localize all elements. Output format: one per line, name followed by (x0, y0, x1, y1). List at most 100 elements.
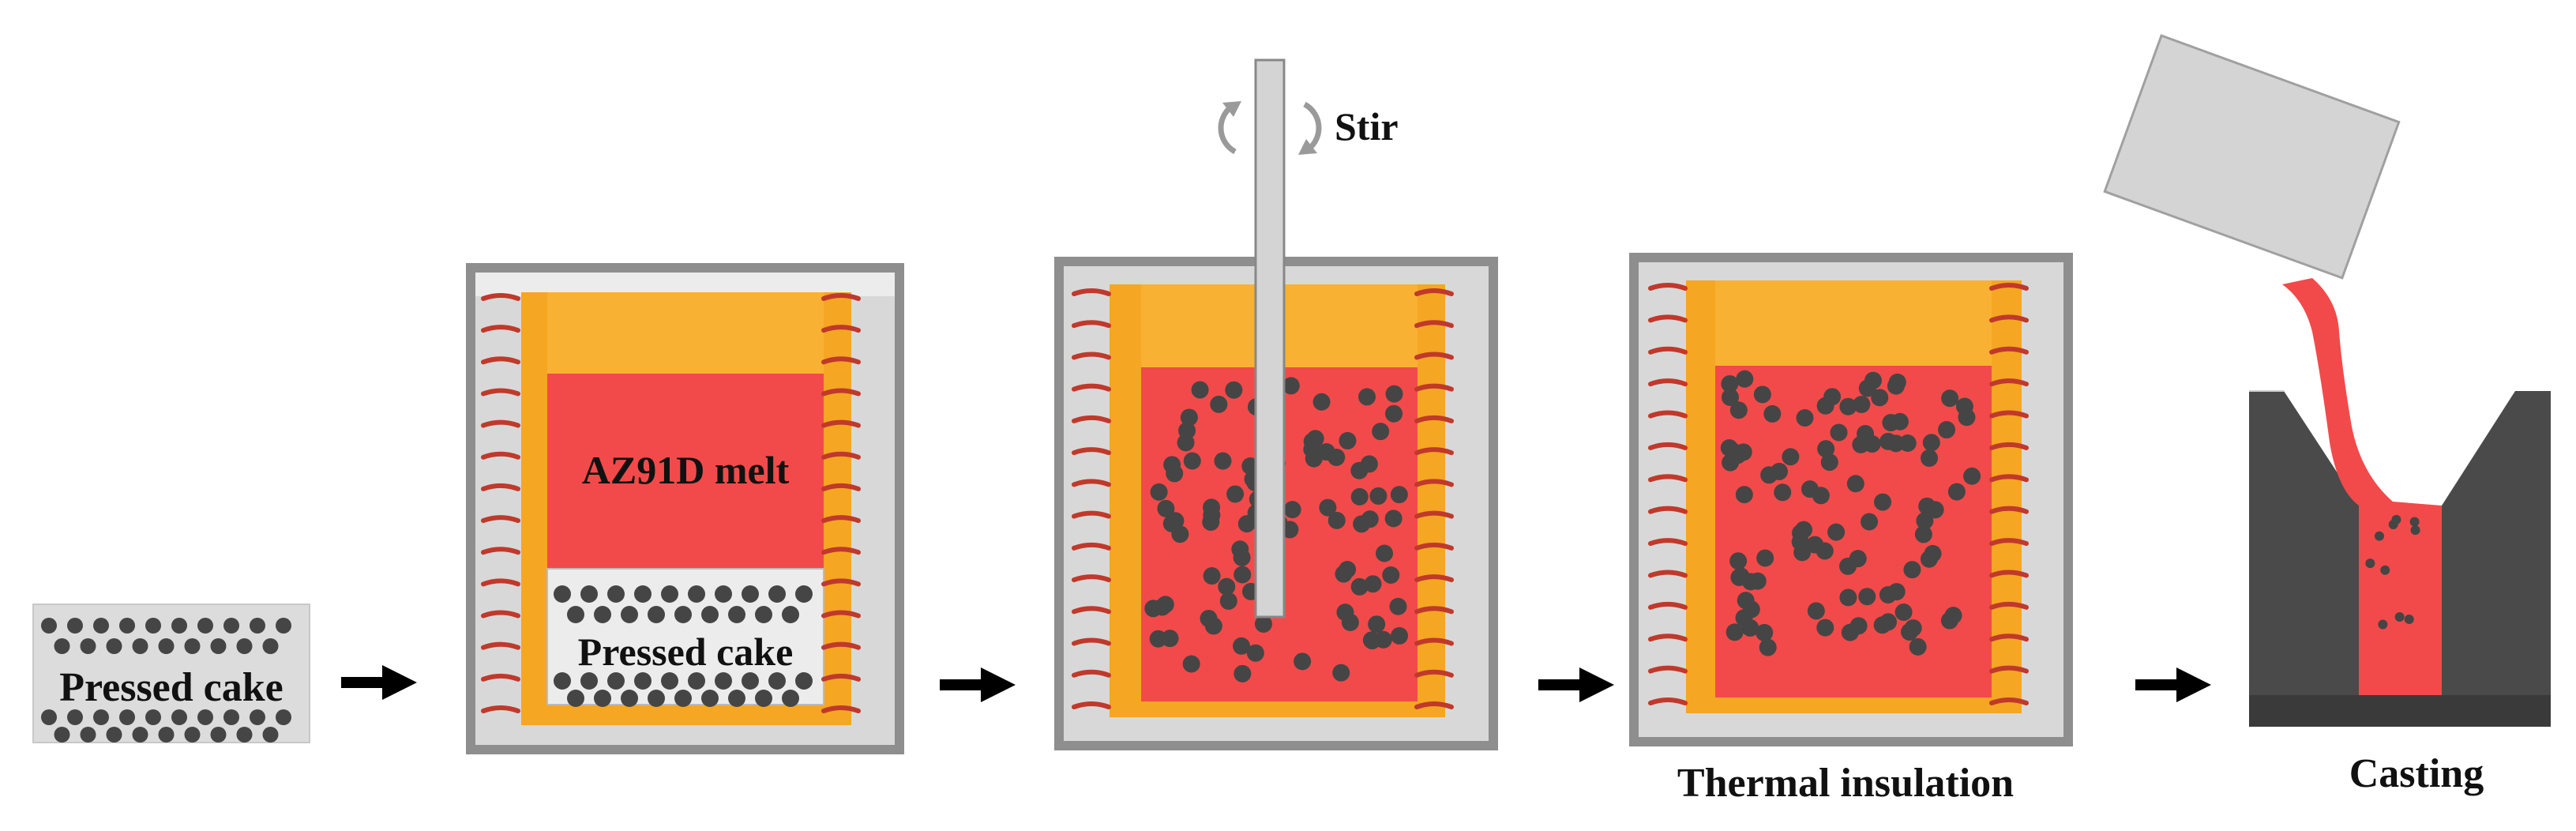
particle (554, 585, 571, 603)
coil-turn (1072, 479, 1111, 487)
coil-turn (1989, 538, 2029, 547)
coil-turn (1648, 538, 1688, 547)
coil-turn (1648, 601, 1688, 610)
particle (1806, 536, 1824, 554)
particle (1218, 577, 1236, 596)
coil-turn (1414, 606, 1454, 615)
particle (197, 709, 213, 725)
particle (742, 585, 759, 603)
coil-turn (1648, 410, 1688, 419)
particle (1742, 600, 1760, 619)
particle (1363, 632, 1381, 650)
coil-turn (1989, 506, 2029, 514)
coil-turn (1072, 542, 1111, 551)
particle (1246, 644, 1264, 662)
particle (223, 709, 239, 725)
particle (1944, 607, 1962, 625)
particle (554, 672, 571, 690)
coil-turn (821, 419, 861, 428)
particle (1763, 404, 1782, 423)
particle (1157, 499, 1175, 517)
particle (795, 585, 813, 603)
particle (1924, 544, 1942, 562)
particle (67, 618, 83, 634)
particle (1830, 423, 1848, 442)
particle (1725, 623, 1744, 641)
coil-turn (1414, 447, 1454, 456)
coil-turn (1989, 314, 2029, 323)
top-layer (547, 292, 824, 374)
particle (1735, 486, 1753, 504)
particle (1816, 619, 1834, 637)
particle (1849, 617, 1868, 635)
particle (661, 672, 678, 690)
coil-turn (481, 356, 520, 365)
particle (2410, 525, 2420, 536)
particle (1941, 389, 1959, 408)
particle (1894, 604, 1913, 622)
particle (54, 638, 70, 654)
coil-turn (1072, 574, 1111, 583)
particle (1303, 440, 1321, 458)
cake-particles (41, 618, 291, 743)
coil-turn (821, 451, 861, 460)
particle (1748, 572, 1767, 590)
particle (1358, 388, 1376, 406)
coil-turn (481, 293, 520, 301)
particle (132, 638, 148, 654)
particle (701, 606, 719, 623)
particle (276, 709, 291, 725)
particle (1756, 549, 1774, 567)
particle (621, 606, 638, 623)
coil-turn (1648, 283, 1688, 291)
ladle (2103, 34, 2401, 280)
particle (768, 585, 786, 603)
particle (1846, 475, 1864, 493)
coil-turn (1072, 669, 1111, 678)
coil-turn (1648, 314, 1688, 323)
particle (634, 585, 652, 603)
coil-turn (1072, 637, 1111, 646)
particle (1376, 544, 1394, 562)
coil-turn (481, 419, 520, 428)
coil-turn (821, 547, 861, 555)
stirrer-rod (1254, 58, 1286, 619)
coil-turn (821, 388, 861, 397)
coil-turn (481, 515, 520, 524)
particle (1234, 566, 1252, 584)
coil-turn (821, 515, 861, 524)
particle (1926, 501, 1944, 519)
particle (607, 585, 625, 603)
particle (1166, 464, 1184, 483)
particle (171, 618, 187, 634)
arrow-right-icon (2135, 667, 2211, 702)
particle (1384, 510, 1403, 528)
particle (119, 709, 135, 725)
particle (1332, 664, 1350, 682)
particle (728, 606, 745, 623)
particle (1820, 453, 1838, 472)
particle (1947, 483, 1966, 501)
particle (2394, 611, 2405, 622)
particle (93, 618, 109, 634)
coil-turn (481, 610, 520, 619)
particle (54, 727, 70, 743)
particle (210, 727, 227, 743)
particle (1219, 592, 1237, 610)
coil-turn (1989, 698, 2029, 705)
arrow-right-icon (940, 667, 1016, 702)
coil-turn (1414, 510, 1454, 519)
dispersed-particles (1720, 370, 1981, 656)
particle (41, 618, 57, 634)
stage-stirring: Stir (1054, 58, 1498, 750)
particle (1341, 613, 1359, 631)
particle (1839, 588, 1857, 607)
particle (661, 585, 678, 603)
coil-turn (1989, 665, 2029, 674)
melt-label: AZ91D melt (582, 448, 790, 492)
arrow-right-icon (1538, 667, 1614, 702)
particle (1382, 566, 1400, 584)
coil-turn (481, 705, 520, 713)
particle (1774, 483, 1792, 502)
coil-turn (1072, 701, 1111, 709)
